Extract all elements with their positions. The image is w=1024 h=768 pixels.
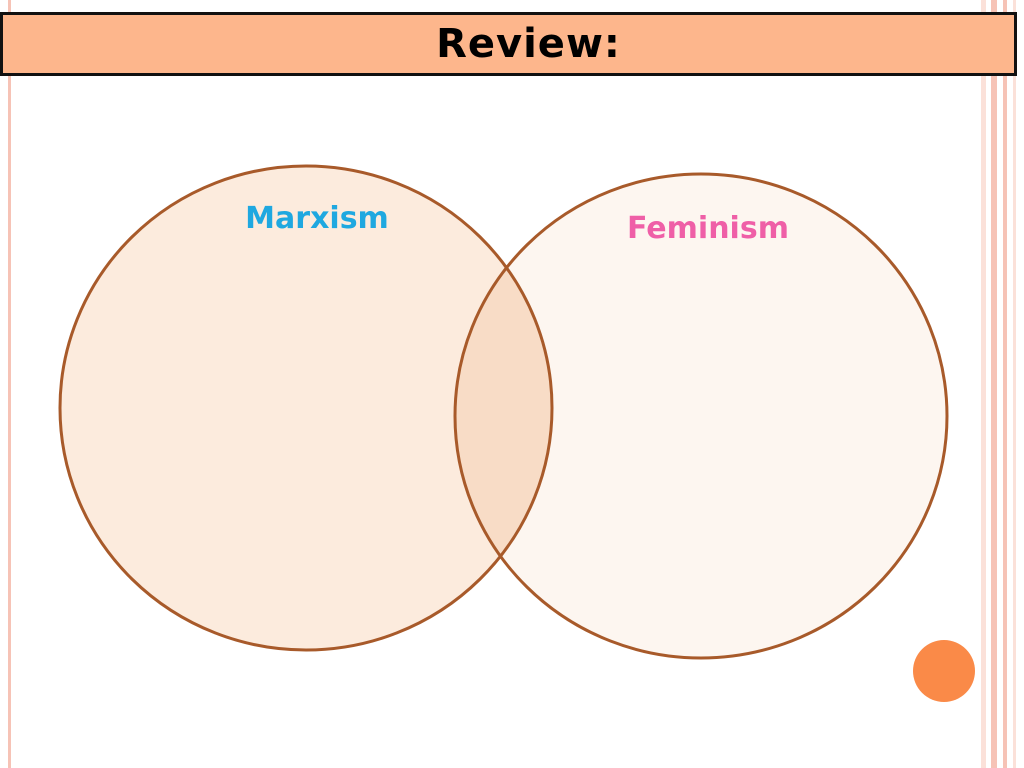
feminism-label: Feminism (627, 211, 789, 246)
right-border-line-1 (981, 0, 986, 768)
marxism-label: Marxism (245, 201, 389, 236)
right-border-line-4 (1013, 0, 1016, 768)
right-border-line-2 (991, 0, 997, 768)
venn-circle-right-outline (453, 172, 949, 660)
slide-title: Review: (436, 21, 621, 67)
venn-circle-left (60, 166, 552, 650)
venn-circle-left-outline (58, 164, 554, 652)
title-bar: Review: (0, 12, 1017, 76)
left-border-line (8, 0, 11, 768)
right-border-line-3 (1003, 0, 1007, 768)
venn-circle-right (455, 174, 947, 658)
accent-dot (913, 640, 975, 702)
